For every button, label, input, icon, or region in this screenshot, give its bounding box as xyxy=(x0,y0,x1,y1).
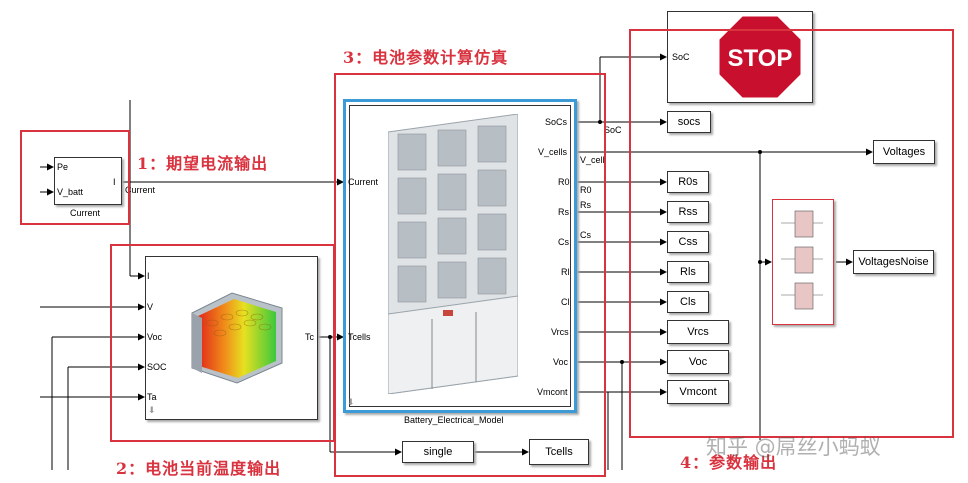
signal-label-rs: Rs xyxy=(580,200,591,210)
battery-port-tcells: Tcells xyxy=(348,332,371,342)
battery-electrical-model-block[interactable] xyxy=(343,99,577,413)
output-r0s-block[interactable]: R0s xyxy=(667,171,709,193)
signal-label-soc: SoC xyxy=(604,125,622,135)
output-vmcont-block[interactable]: Vmcont xyxy=(667,380,729,404)
battery-port-rs: Rs xyxy=(558,207,569,217)
output-vrcs-block[interactable]: Vrcs xyxy=(667,320,729,344)
current-signal-label: Current xyxy=(125,185,156,195)
single-convert-block[interactable]: single xyxy=(402,441,474,463)
noise-subsystem-block[interactable] xyxy=(772,199,834,325)
current-port-pe: Pe xyxy=(57,162,69,172)
stop-simulation-block[interactable]: STOP xyxy=(667,11,813,103)
thermal-subsystem-arrow-icon: ⬇ xyxy=(148,405,156,415)
thermal-port-v: V xyxy=(147,302,154,312)
battery-port-cs: Cs xyxy=(558,237,569,247)
thermal-port-ta: Ta xyxy=(147,392,157,402)
watermark: 知乎 @屌丝小蚂蚁 xyxy=(706,435,881,459)
battery-port-socs: SoCs xyxy=(545,117,568,127)
signal-label-r0: R0 xyxy=(580,185,592,195)
stop-sign-icon: STOP xyxy=(716,13,804,101)
thermal-port-tc: Tc xyxy=(305,332,314,342)
current-port-i: I xyxy=(113,177,116,187)
current-block[interactable] xyxy=(54,157,122,205)
stop-sign-text: STOP xyxy=(728,45,793,72)
thermal-port-voc: Voc xyxy=(147,332,163,342)
output-rss-block[interactable]: Rss xyxy=(667,201,709,223)
signal-label-cs: Cs xyxy=(580,230,591,240)
battery-port-voc: Voc xyxy=(553,357,569,367)
output-voc-block[interactable]: Voc xyxy=(667,350,729,374)
battery-port-vrcs: Vrcs xyxy=(551,327,569,337)
output-voltages-block[interactable]: Voltages xyxy=(873,140,935,164)
output-css-block[interactable]: Css xyxy=(667,231,709,253)
thermal-port-soc: SOC xyxy=(147,362,167,372)
current-block-name: Current xyxy=(70,208,101,218)
annotation-current-output: 1：期望电流输出 xyxy=(137,154,269,173)
output-voltages-noise-block[interactable]: VoltagesNoise xyxy=(853,250,934,274)
stop-port-soc: SoC xyxy=(672,52,690,62)
annotation-temperature-output: 2：电池当前温度输出 xyxy=(116,459,282,478)
current-port-vbatt: V_batt xyxy=(57,187,84,197)
battery-subsystem-arrow-icon: ⬇ xyxy=(347,397,355,407)
thermal-port-i: I xyxy=(147,271,150,281)
region-temperature-output xyxy=(110,244,335,442)
battery-port-vcells: V_cells xyxy=(538,147,568,157)
battery-port-vmcont: Vmcont xyxy=(537,387,568,397)
region-current-output xyxy=(20,130,130,225)
battery-port-r0: R0 xyxy=(558,177,570,187)
output-rls-block[interactable]: Rls xyxy=(667,261,709,283)
output-cls-block[interactable]: Cls xyxy=(667,291,709,313)
battery-block-name: Battery_Electrical_Model xyxy=(404,415,504,425)
annotation-battery-simulation: 3：电池参数计算仿真 xyxy=(343,48,509,67)
thermal-model-block[interactable] xyxy=(145,256,318,420)
output-socs-block[interactable]: socs xyxy=(667,111,711,133)
battery-port-cl: Cl xyxy=(561,297,570,307)
battery-thermal-image xyxy=(191,292,282,384)
noise-subsystem-preview xyxy=(781,210,823,310)
signal-label-vcell: V_cell xyxy=(580,155,605,165)
battery-port-current: Current xyxy=(348,177,379,187)
region-parameter-output xyxy=(629,29,954,438)
battery-pack-image xyxy=(388,114,518,394)
region-battery-simulation xyxy=(334,73,606,477)
battery-port-rl: Rl xyxy=(561,267,570,277)
output-tcells-block[interactable]: Tcells xyxy=(529,439,589,465)
annotation-parameter-output: 4：参数输出 xyxy=(680,453,778,472)
